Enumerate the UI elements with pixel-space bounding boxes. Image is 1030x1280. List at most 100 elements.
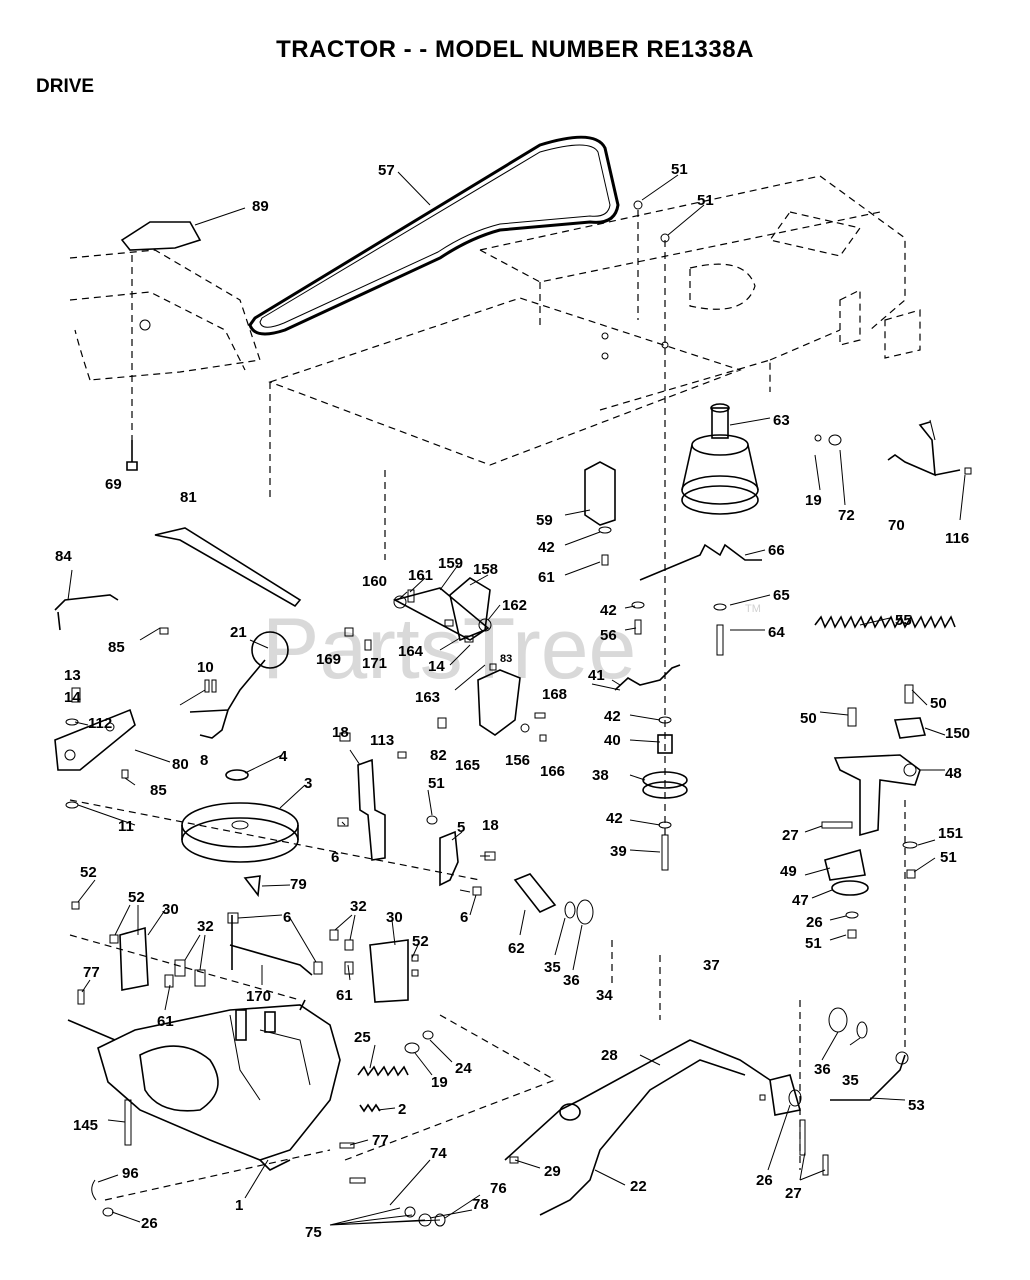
part-label: 70 [888,517,905,534]
pulley-47 [831,880,869,896]
part-label: 162 [502,597,527,614]
part-label: 2 [398,1101,406,1118]
part-label: 42 [604,708,621,725]
part-label: 30 [386,909,403,926]
rod-53 [830,1054,906,1101]
part-label: 14 [64,689,81,706]
part-label: 50 [930,695,947,712]
bracket-158 [449,577,491,642]
part-label: 75 [305,1224,322,1241]
part-label: 53 [908,1097,925,1114]
part-label: 22 [630,1178,647,1195]
part-label: 66 [768,542,785,559]
part-label: 42 [606,810,623,827]
part-label: 11 [118,818,134,835]
part-label: 42 [600,602,617,619]
part-label: 84 [55,548,72,565]
part-label: 72 [838,507,855,524]
part-label: 96 [122,1165,139,1182]
part-label: 89 [252,198,269,215]
part-label: 19 [431,1074,448,1091]
plate-80 [54,708,136,771]
part-label: 37 [703,957,720,974]
part-label: 26 [756,1172,773,1189]
tube-62 [513,873,557,913]
hardware [65,200,972,1227]
rod-84 [54,594,119,631]
hood-outline [69,249,261,381]
part-label: 42 [538,539,555,556]
part-label: 156 [505,752,530,769]
part-label: 6 [331,849,339,866]
part-label: 168 [542,686,567,703]
part-label: 77 [372,1132,389,1149]
part-label: 21 [230,624,247,641]
part-label: 10 [197,659,214,676]
part-label: 171 [362,655,387,672]
spring-55 [814,615,956,629]
part-label: 47 [792,892,809,909]
part-label: 57 [378,162,395,179]
part-label: 62 [508,940,525,957]
ring-4 [225,769,249,781]
part-label: 77 [83,964,100,981]
part-label: 32 [350,898,367,915]
part-label: 52 [128,889,145,906]
part-label: 18 [482,817,499,834]
part-label: 3 [304,775,312,792]
frame-outline [268,175,921,560]
part-label: 26 [141,1215,158,1232]
watermark: PartsTree [262,601,636,697]
pulley-63 [681,403,771,515]
part-label: 26 [806,914,823,931]
part-label: 160 [362,573,387,590]
part-label: 64 [768,624,785,641]
part-label: 63 [773,412,790,429]
bracket-113 [357,758,386,861]
part-label: 52 [412,933,429,950]
part-label: 55 [895,612,912,629]
part-label: 34 [596,987,613,1004]
guard-49 [824,848,866,881]
bracket-89 [120,221,202,251]
part-label: 116 [945,530,969,547]
part-label: 32 [197,918,214,935]
part-label: 80 [172,756,189,773]
bracket-30-left [119,926,149,991]
part-label: 27 [785,1185,802,1202]
part-label: 51 [697,192,714,209]
drive-belt-57 [248,135,620,336]
spring-2 [359,1103,381,1113]
part-label: 161 [408,567,433,584]
part-label: 49 [780,863,797,880]
key-79 [243,875,261,898]
part-label: 35 [842,1072,859,1089]
part-label: 164 [398,643,424,660]
part-label: 41 [588,667,605,684]
pulley-38 [642,771,688,789]
part-label: 8 [200,752,208,769]
idler-arm-48 [833,754,921,837]
part-label: 150 [945,725,970,742]
part-label: 51 [671,161,688,178]
part-label: 40 [604,732,621,749]
part-label: 1 [235,1197,243,1214]
part-label: 56 [600,627,617,644]
part-label: 36 [814,1061,831,1078]
rod-28 [504,1039,771,1161]
part-label: 27 [782,827,799,844]
lever-8 [189,659,266,739]
spacer-40 [657,734,673,754]
part-label: 79 [290,876,307,893]
part-label: 51 [940,849,957,866]
part-label: 151 [938,825,963,842]
part-label: 35 [544,959,561,976]
part-label: 50 [800,710,817,727]
part-label: 51 [428,775,445,792]
bolt-69 [126,440,138,471]
part-label: 78 [472,1196,489,1213]
part-label: 59 [536,512,553,529]
part-label: 28 [601,1047,618,1064]
pulley-3 [181,802,299,863]
part-label: 145 [73,1117,98,1134]
